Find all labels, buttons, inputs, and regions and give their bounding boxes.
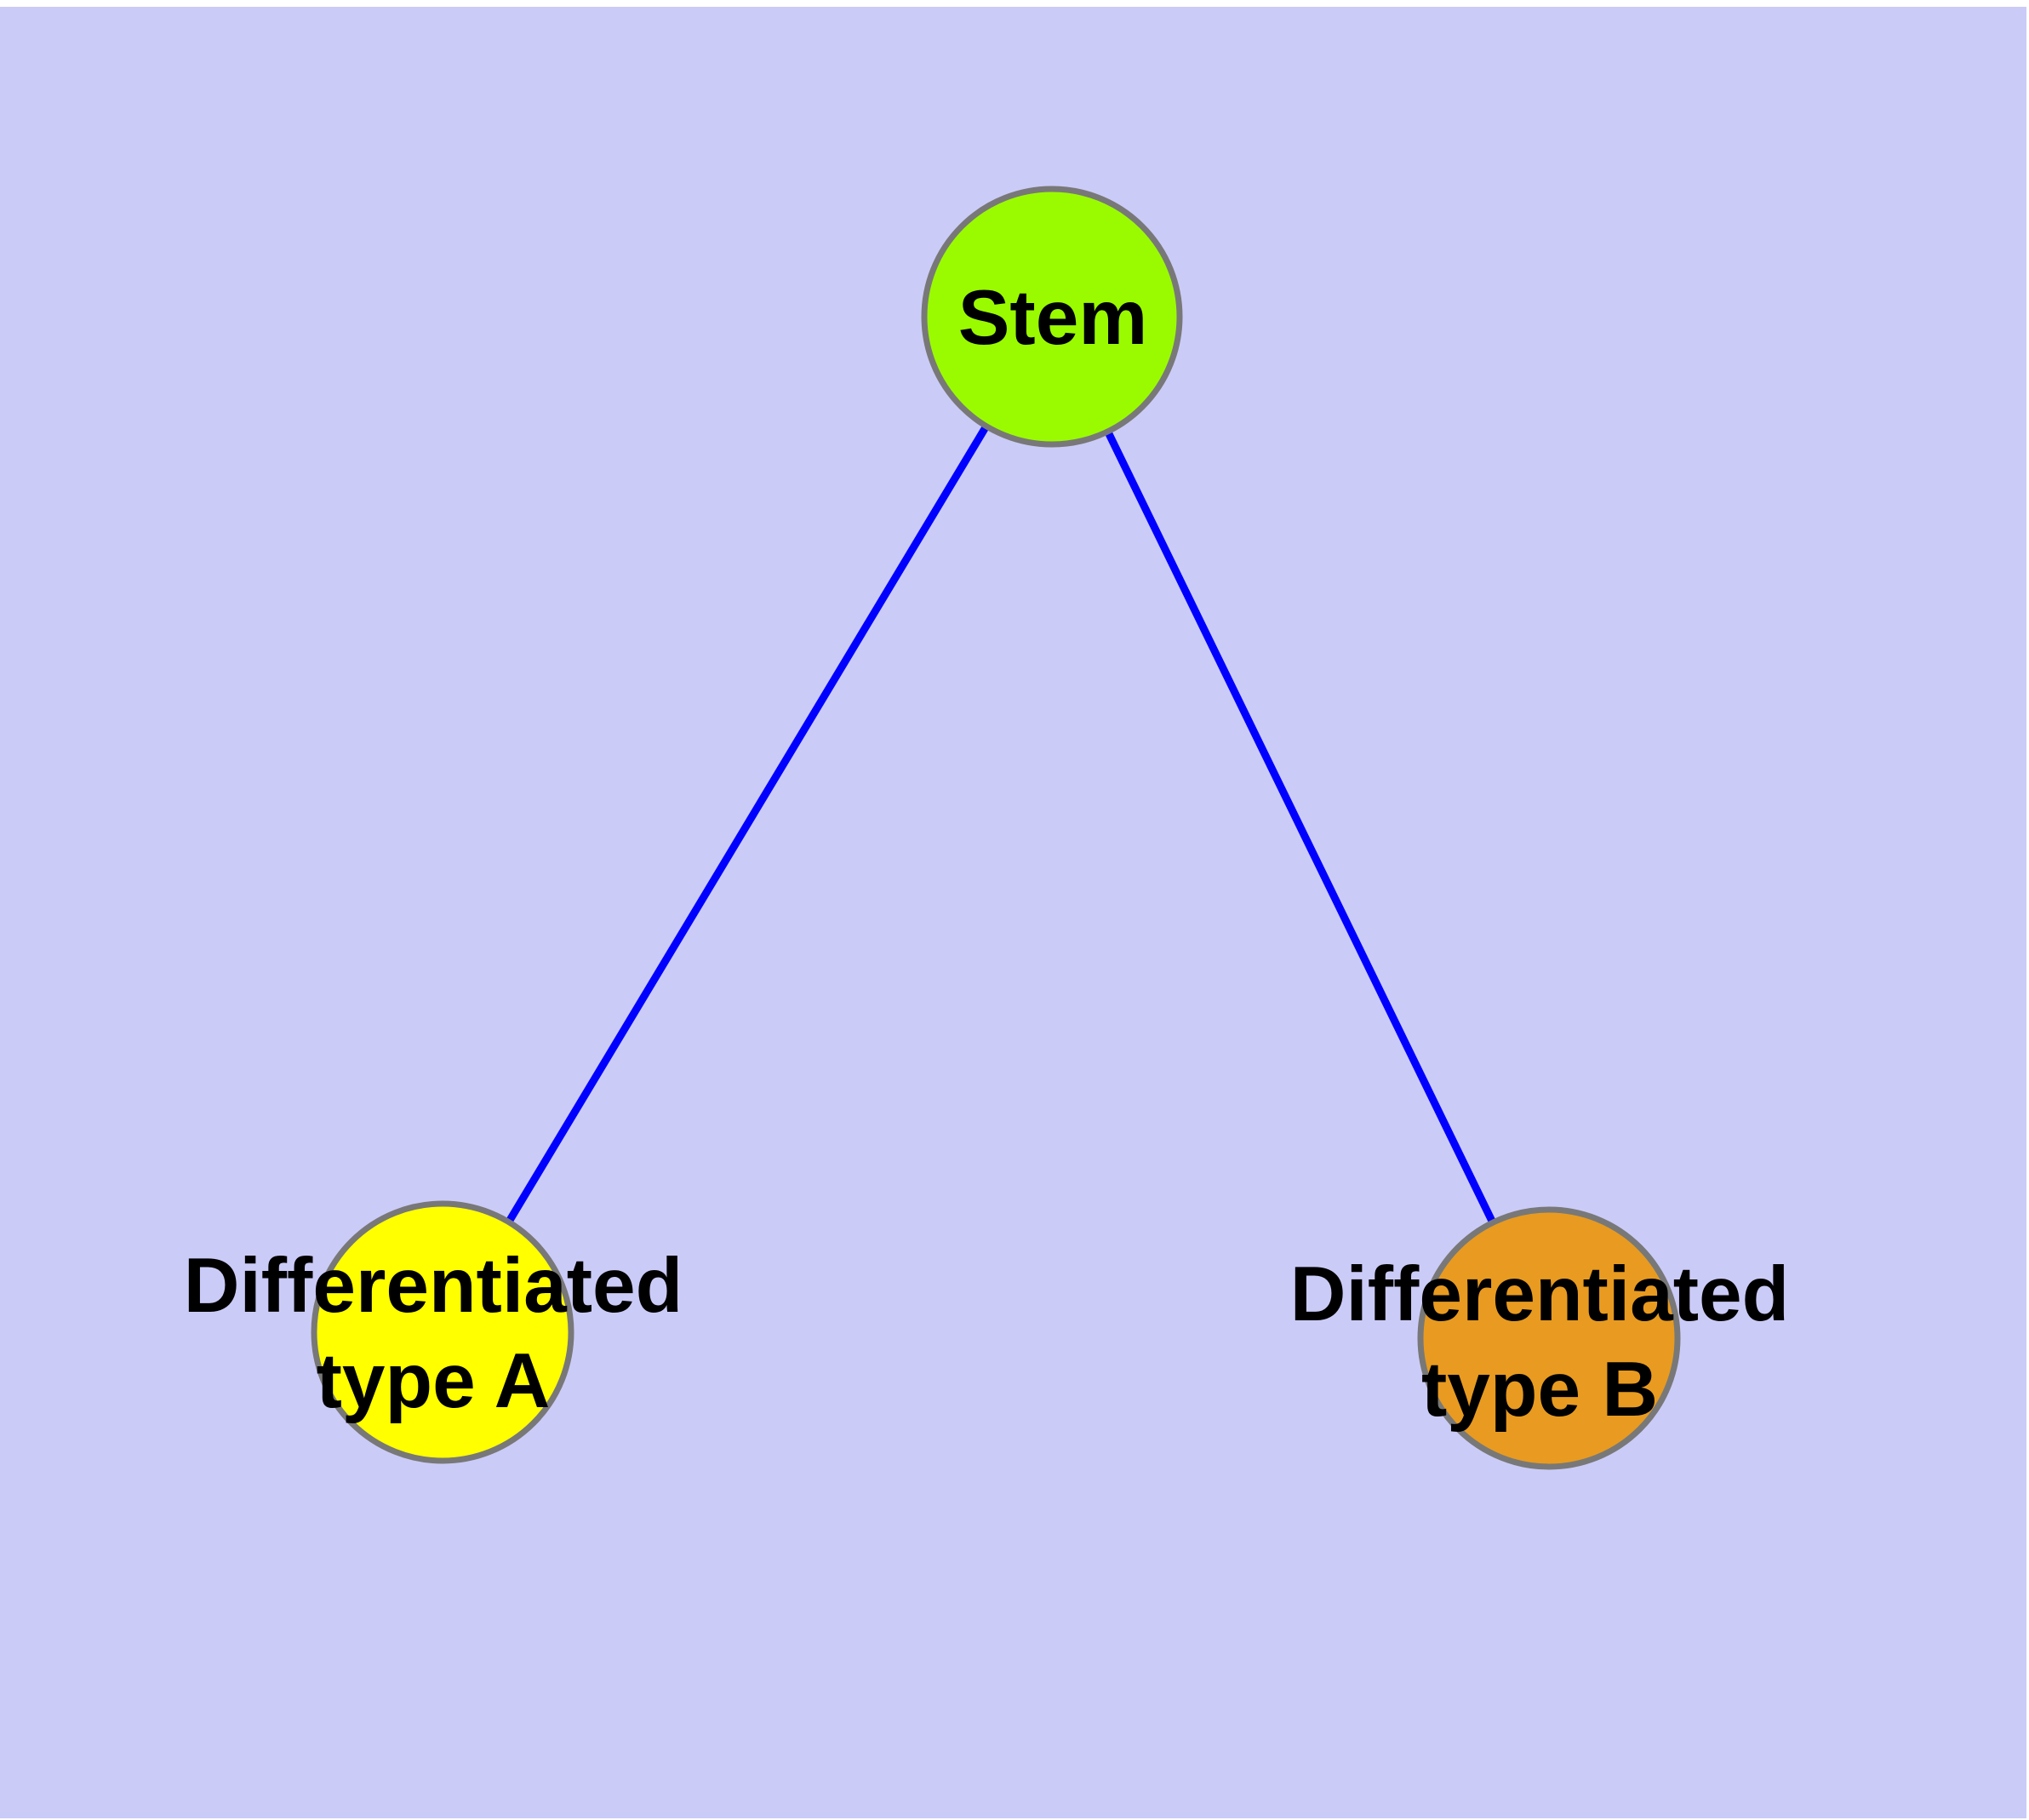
edge-stem-to-type-b <box>1048 315 1553 1340</box>
edge-stem-to-type-a <box>439 314 1055 1335</box>
node-stem-circle <box>921 186 1183 448</box>
node-type-a-circle <box>311 1200 574 1464</box>
node-type-b-circle <box>1417 1206 1681 1470</box>
